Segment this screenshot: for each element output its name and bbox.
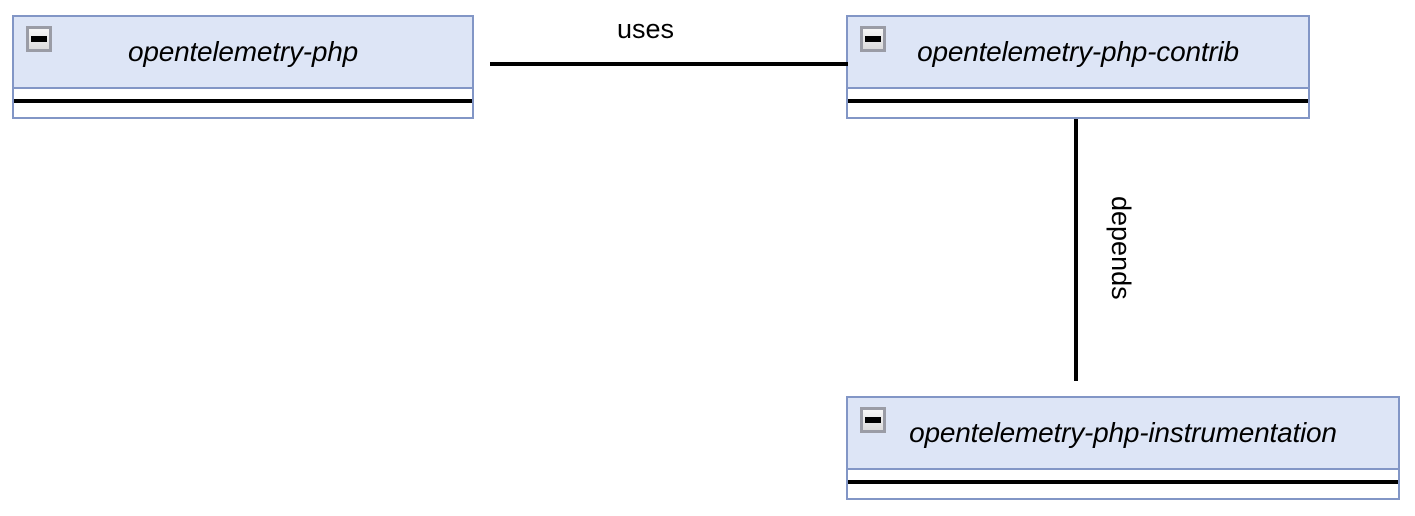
package-body — [848, 89, 1308, 113]
package-body — [14, 89, 472, 113]
edge-depends-label: depends — [1106, 196, 1136, 300]
package-body-divider — [848, 99, 1308, 103]
collapse-minus-icon[interactable] — [860, 407, 886, 433]
package-body-divider — [848, 480, 1398, 484]
edge-uses-line — [490, 62, 848, 66]
package-header: opentelemetry-php — [14, 17, 472, 89]
package-body-divider — [14, 99, 472, 103]
package-node-opentelemetry-php-contrib[interactable]: opentelemetry-php-contrib — [846, 15, 1310, 119]
package-header: opentelemetry-php-instrumentation — [848, 398, 1398, 470]
package-title: opentelemetry-php-contrib — [917, 36, 1239, 67]
edge-uses-label: uses — [617, 14, 675, 44]
collapse-minus-icon[interactable] — [860, 26, 886, 52]
package-title: opentelemetry-php — [127, 36, 359, 67]
package-node-opentelemetry-php[interactable]: opentelemetry-php — [12, 15, 474, 119]
package-header: opentelemetry-php-contrib — [848, 17, 1308, 89]
package-body — [848, 470, 1398, 494]
edge-depends-line — [1074, 119, 1078, 381]
collapse-minus-icon[interactable] — [26, 26, 52, 52]
package-title: opentelemetry-php-instrumentation — [909, 417, 1337, 448]
package-node-opentelemetry-php-instrumentation[interactable]: opentelemetry-php-instrumentation — [846, 396, 1400, 500]
